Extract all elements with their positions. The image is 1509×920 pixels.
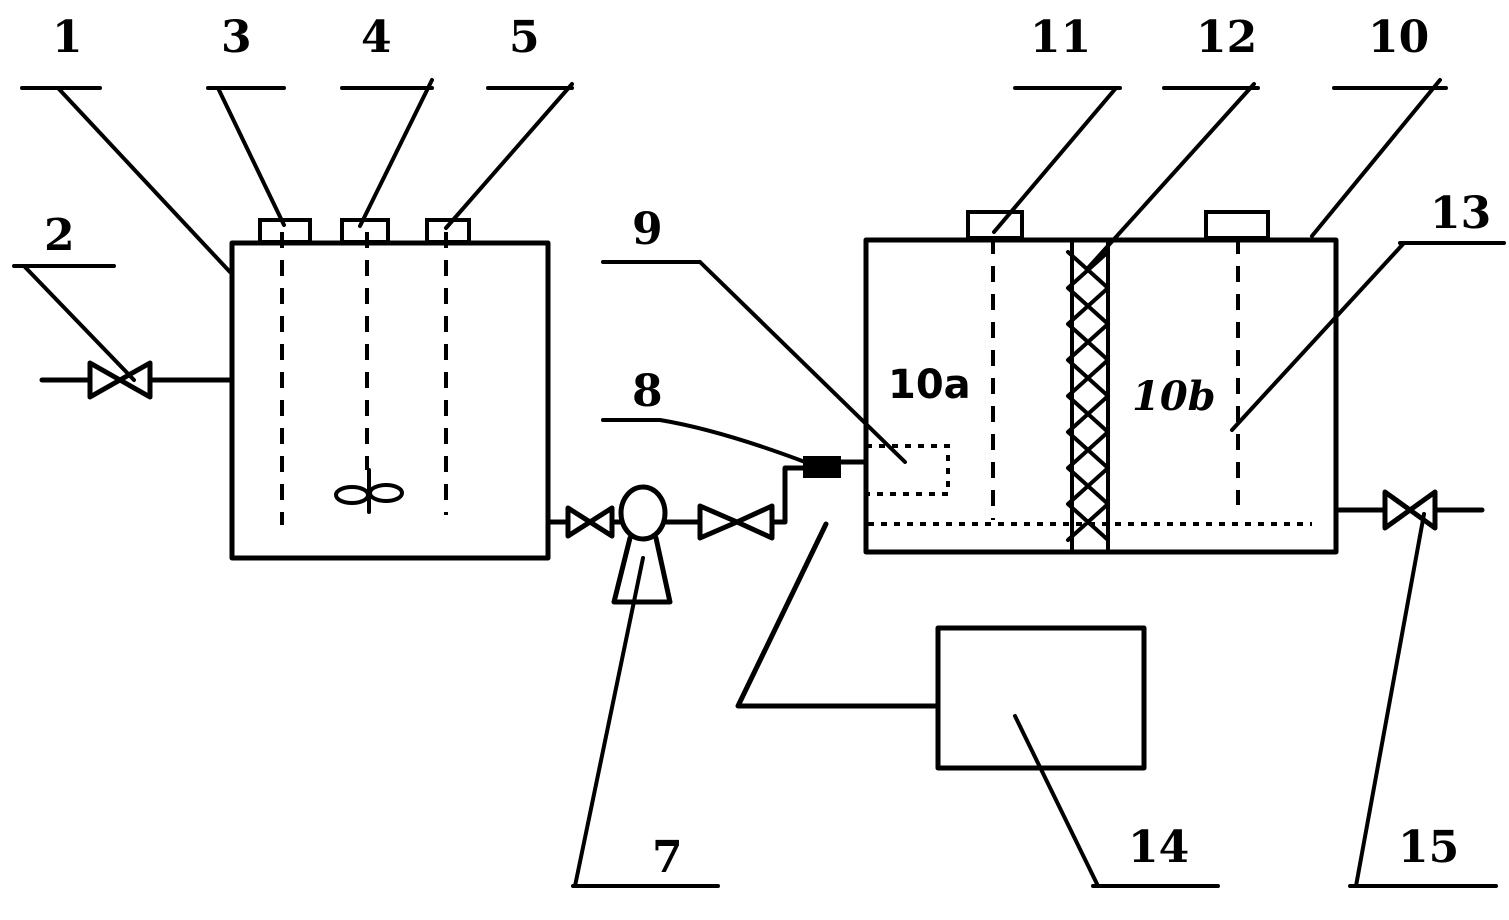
zone-label-10a: 10a — [888, 362, 971, 408]
label-8: 8 — [632, 366, 663, 417]
reactor-outlet — [1333, 489, 1485, 531]
label-7: 7 — [652, 832, 683, 883]
label-4: 4 — [361, 12, 392, 63]
reactor-probes — [991, 238, 1240, 520]
transfer-pipe — [545, 456, 867, 541]
inlet-distributor — [864, 444, 950, 496]
label-9: 9 — [632, 204, 663, 255]
zone-label-10b: 10b — [1132, 373, 1216, 420]
pump-icon — [611, 484, 673, 605]
label-2: 2 — [44, 210, 75, 261]
label-10: 10 — [1368, 12, 1429, 63]
label-12: 12 — [1196, 12, 1257, 63]
label-5: 5 — [509, 12, 540, 63]
stirrer-icon — [334, 468, 404, 514]
tank1-probes — [280, 232, 448, 525]
label-1: 1 — [52, 12, 83, 63]
membrane-separator — [1066, 238, 1110, 554]
label-11: 11 — [1030, 12, 1091, 63]
label-3: 3 — [221, 12, 252, 63]
inlet-pipe — [39, 360, 235, 400]
number-labels: 1 2 3 4 5 7 8 9 10 11 12 13 14 15 — [44, 12, 1491, 883]
label-13: 13 — [1430, 188, 1491, 239]
leader-lines — [12, 78, 1506, 888]
mixing-tank — [229, 240, 551, 561]
controller-box — [735, 521, 1147, 771]
tank1-top-fittings — [258, 218, 471, 244]
label-15: 15 — [1398, 822, 1459, 873]
label-14: 14 — [1128, 822, 1189, 873]
